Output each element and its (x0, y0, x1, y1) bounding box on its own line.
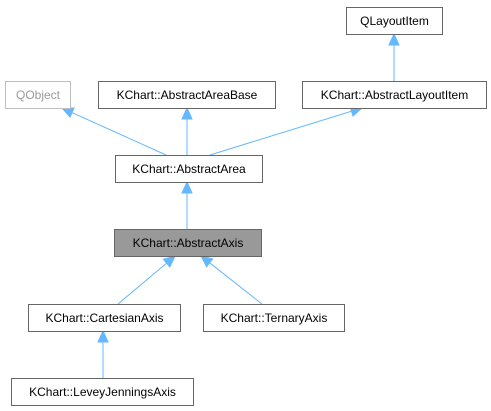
class-node-leveyjenningsaxis[interactable]: KChart::LeveyJenningsAxis (11, 378, 194, 406)
edge-arrowhead (97, 329, 109, 343)
class-node-ternaryaxis[interactable]: KChart::TernaryAxis (203, 304, 345, 332)
class-node-box (98, 81, 276, 109)
edge-abstractarea-to-abstractlayoutitem (209, 105, 364, 156)
edge-arrowhead (181, 180, 193, 194)
edge-cartesianaxis-to-abstractaxis (117, 255, 176, 305)
class-node-label: KChart::LeveyJenningsAxis (29, 385, 176, 399)
class-node-label: KChart::AbstractAxis (133, 236, 244, 250)
class-node-label: KChart::TernaryAxis (221, 311, 328, 325)
class-node-abstractlayoutitem[interactable]: KChart::AbstractLayoutItem (302, 81, 487, 109)
class-node-label: QLayoutItem (360, 14, 429, 28)
class-node-qobject[interactable]: QObject (5, 81, 71, 109)
class-node-label: KChart::AbstractArea (132, 162, 246, 176)
class-node-box (28, 304, 181, 332)
edge-abstractarea-to-abstractareabase (181, 106, 193, 155)
class-node-label: KChart::AbstractAreaBase (117, 88, 258, 102)
class-node-label: KChart::CartesianAxis (45, 311, 163, 325)
edge-abstractlayoutitem-to-qlayoutitem (388, 32, 400, 81)
edge-arrowhead (162, 255, 176, 268)
edge-arrowhead (200, 255, 214, 268)
class-node-box (5, 81, 71, 109)
edge-ternaryaxis-to-abstractaxis (200, 255, 263, 305)
edge-line (117, 262, 167, 305)
class-node-box (11, 378, 194, 406)
edge-arrowhead (181, 106, 193, 120)
class-node-box (114, 229, 262, 257)
class-node-box (346, 7, 443, 35)
class-node-abstractaxis: KChart::AbstractAxis (114, 229, 262, 257)
class-node-box (203, 304, 345, 332)
edge-line (209, 262, 263, 305)
class-node-cartesianaxis[interactable]: KChart::CartesianAxis (28, 304, 181, 332)
edge-line (209, 110, 352, 156)
class-node-label: KChart::AbstractLayoutItem (321, 88, 468, 102)
edge-leveyjenningsaxis-to-cartesianaxis (97, 329, 109, 378)
edge-line (71, 112, 167, 156)
class-node-abstractarea[interactable]: KChart::AbstractArea (115, 155, 263, 183)
edge-abstractaxis-to-abstractarea (181, 180, 193, 229)
edge-arrowhead (60, 107, 75, 119)
class-node-abstractareabase[interactable]: KChart::AbstractAreaBase (98, 81, 276, 109)
class-node-box (302, 81, 487, 109)
class-node-box (115, 155, 263, 183)
class-node-qlayoutitem[interactable]: QLayoutItem (346, 7, 443, 35)
class-node-label: QObject (16, 88, 61, 102)
edge-arrowhead (388, 32, 400, 46)
edge-abstractarea-to-qobject (60, 107, 167, 156)
